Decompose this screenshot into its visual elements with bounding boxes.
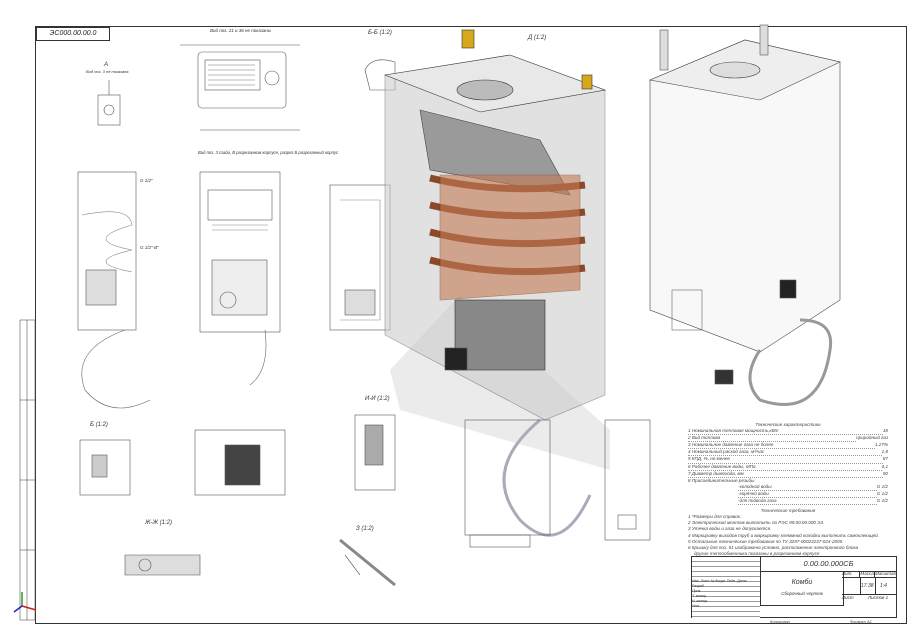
document-type: Сборочный чертеж (781, 591, 823, 596)
product-name: Комби (791, 579, 813, 586)
role-label: Дата (737, 579, 747, 583)
footer-format: Формат А1 (850, 619, 872, 624)
requirement-item: 3 Утечка воды и газа не допускается. (688, 526, 772, 532)
front-view-note: Вид поз. 3 сзади, В разрезанном корпусе,… (198, 150, 339, 155)
title-block: Изм. Лист № докум. Подп. Дата Разраб. Пр… (691, 556, 897, 619)
view-label-zhzh: Ж-Ж (1:2) (145, 520, 173, 526)
specs-title: Технические характеристики (755, 422, 821, 427)
lower-views (79, 414, 651, 587)
role-label: Подп. (726, 579, 737, 583)
scale-label: Масштаб (874, 571, 896, 576)
scale-value: 1:4 (880, 583, 887, 589)
sheet-label: Лист (842, 595, 854, 600)
isometric-closed-model (648, 24, 841, 406)
axis-triad-icon (13, 592, 37, 613)
isometric-transparent-model (383, 29, 610, 537)
role-label: Пров. (692, 589, 702, 593)
dim-label-g2: G 1/2"-B" (140, 245, 159, 250)
requirements-title: Технические требования (760, 508, 816, 514)
requirement-item: 5 Остальные технические требования по ТУ… (688, 538, 844, 544)
role-label: Н. контр. (692, 599, 708, 603)
view-label-a: А (104, 62, 109, 68)
view-label-top: Вид поз. 21 и 36 не показаны (210, 28, 272, 33)
threads-title: 8 Присоединительные резьбы (688, 477, 755, 483)
revision-grid: Изм. Лист № докум. Подп. Дата Разраб. Пр… (692, 557, 760, 619)
footer-copied: Копировал (770, 619, 790, 624)
side-view-left (77, 171, 151, 409)
top-view (180, 44, 300, 131)
dim-label-g: G 1/2" (140, 178, 153, 183)
front-view (199, 171, 281, 386)
technical-specs: Технические характеристики 1 Номинальная… (688, 422, 888, 557)
requirement-item: 2 Электрический монтаж выполнить по РЭС … (688, 520, 825, 526)
view-label-b: Б (1:2) (90, 422, 108, 428)
drawing-frame (35, 26, 907, 624)
view-label-a-sub: Вид поз. 3 не показана (86, 69, 129, 74)
mass-value: 17.38 (861, 578, 876, 594)
drawing-name: Комби Сборочный чертеж (760, 571, 844, 606)
view-label-bb: Б-Б (1:2) (368, 30, 392, 36)
sheets-label: Листов 1 (868, 595, 889, 600)
requirement-item: 6 Крышку для поз. 51 изображена условно,… (688, 544, 859, 550)
role-label: Утв. (692, 604, 700, 608)
role-label: № докум. (710, 579, 726, 583)
drawing-code: 0.00.00.000СБ (760, 557, 896, 572)
view-a (97, 80, 121, 126)
view-label-d: Д (1:2) (528, 35, 547, 41)
requirement-item: другие теплообменника показаны в разреза… (694, 550, 820, 556)
role-label: Изм. (692, 579, 700, 583)
mass-label: Масса (860, 571, 875, 577)
role-label: Лист (700, 579, 710, 583)
view-label-z: З (1:2) (356, 526, 374, 532)
requirement-item: 4 Маркировку выходов труб и маркировку к… (688, 532, 879, 538)
drawing-stamp: ЭС000.00.00.0 (36, 27, 110, 41)
view-label-ii: И-И (1:2) (365, 396, 390, 402)
role-label: Разраб. (692, 584, 705, 588)
requirement-item: 1 *Размеры для справок. (688, 514, 742, 520)
margin-columns (19, 319, 36, 621)
side-view-right (329, 184, 391, 331)
role-label: Т. контр. (692, 594, 708, 598)
lit-label: Лит. (842, 571, 861, 577)
title-meta: Лит. Масса Масштаб 17.38 1:4 Лист Листов… (842, 571, 896, 605)
